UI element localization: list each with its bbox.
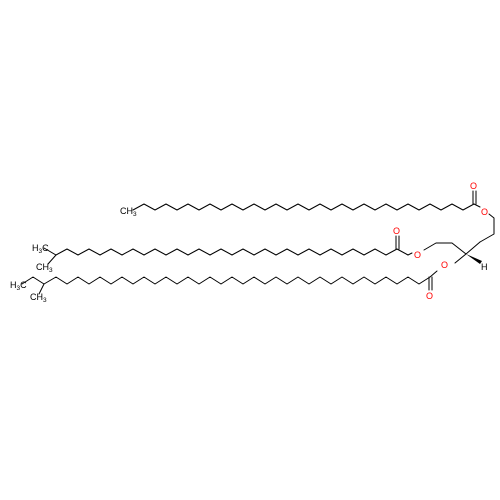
carbonyl-oxygen-1: O <box>470 181 477 191</box>
ester-oxygen-1: O <box>481 207 488 217</box>
ester-oxygen-3: O <box>441 260 448 270</box>
glycerol-ch2-top <box>479 213 495 243</box>
branch-bond-3 <box>38 283 45 295</box>
acyl-chain-2 <box>43 247 409 256</box>
glycerol-ch2-mid <box>423 242 467 255</box>
ch3-low-label: CH3 <box>30 292 47 304</box>
carbonyl-oxygen-2: O <box>393 226 400 236</box>
stereo-wedge <box>466 254 482 264</box>
stereo-hydrogen: H <box>481 262 488 272</box>
ester-link-3 <box>429 270 438 278</box>
glycerol-ch-top <box>465 241 481 255</box>
acyl-chain-1 <box>132 203 475 211</box>
acyl-chain-3 <box>21 276 431 285</box>
ester-link-1 <box>473 203 481 208</box>
ch3-top-label: CH3 <box>120 206 137 218</box>
h3c-mid-label: H3C <box>32 243 49 255</box>
ester-oxygen-2: O <box>414 250 421 260</box>
carbonyl-oxygen-3: O <box>426 291 433 301</box>
ch3-mid-label: CH3 <box>36 262 53 274</box>
glycerol-ch-o <box>454 253 467 264</box>
ester-link-2a <box>407 252 413 256</box>
h3c-low-label: H3C <box>10 280 27 292</box>
branch-bond-2 <box>47 254 57 265</box>
